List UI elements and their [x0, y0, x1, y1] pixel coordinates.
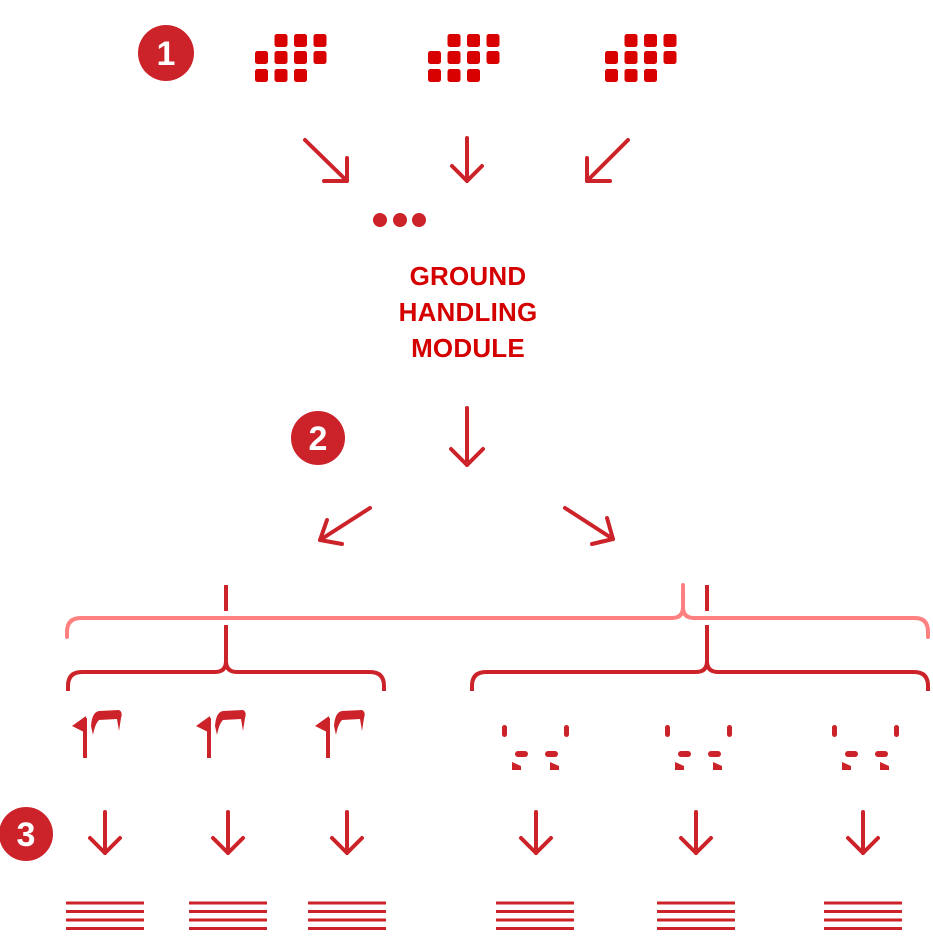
lines-icon [824, 901, 902, 930]
grid-icon [605, 34, 677, 82]
lines-icon [308, 901, 386, 930]
arrow-down-icon [450, 136, 484, 183]
left-group-bracket [66, 625, 386, 691]
dashed-frame-icon [832, 725, 899, 770]
arrow-down-icon [211, 810, 245, 855]
arrow-down-icon [846, 810, 880, 855]
step-number: 1 [157, 35, 176, 73]
flag-icon [196, 710, 246, 758]
module-title: GROUND HANDLING MODULE [334, 258, 602, 366]
right-group-bracket [470, 625, 930, 691]
module-title-line: HANDLING [398, 297, 538, 327]
arrow-down-icon [679, 810, 713, 855]
ellipsis-icon [373, 213, 426, 227]
arrow-down-left-icon [585, 138, 630, 183]
step-number: 3 [17, 816, 36, 854]
grid-icon [255, 34, 327, 82]
dashed-frame-icon [502, 725, 569, 770]
arrow-down-right-icon [303, 138, 349, 183]
flag-icon [315, 710, 365, 758]
arrow-down-right-icon [563, 506, 615, 546]
grid-icon [428, 34, 500, 82]
lines-icon [496, 901, 574, 930]
arrow-down-icon [449, 406, 485, 467]
step-number: 2 [309, 420, 328, 458]
step-badge-1: 1 [138, 25, 194, 81]
module-title-line: GROUND [409, 261, 527, 291]
dashed-frame-icon [665, 725, 732, 770]
arrow-down-icon [519, 810, 553, 855]
lines-icon [189, 901, 267, 930]
module-title-line: MODULE [411, 333, 525, 363]
step-badge-2: 2 [291, 411, 345, 465]
lines-icon [66, 901, 144, 930]
arrow-down-icon [88, 810, 122, 855]
flag-icon [72, 710, 122, 758]
step-badge-3: 3 [0, 807, 53, 861]
arrow-down-left-icon [318, 506, 372, 546]
lines-icon [657, 901, 735, 930]
arrow-down-icon [330, 810, 364, 855]
outer-bracket [65, 583, 930, 639]
